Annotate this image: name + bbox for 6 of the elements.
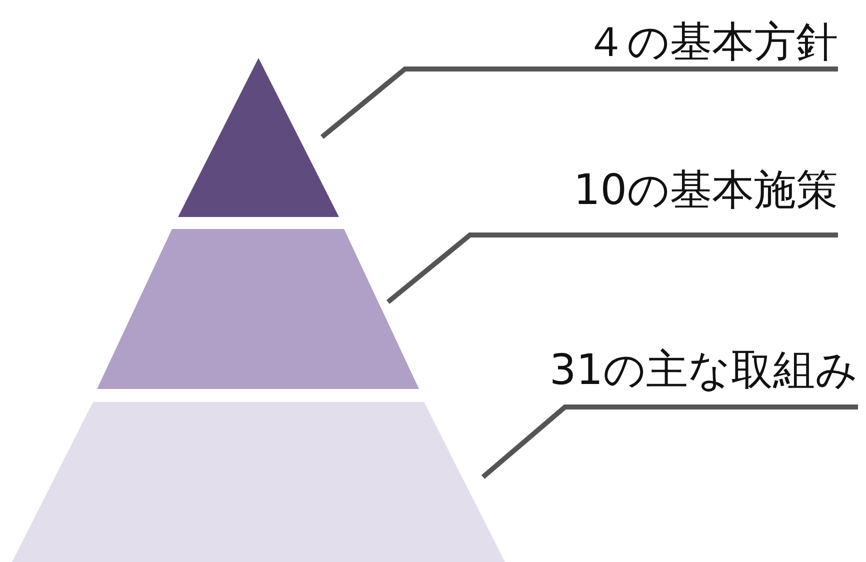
leader-line bbox=[386, 232, 838, 304]
leader-line bbox=[320, 66, 838, 139]
tier-label: 31の主な取組み bbox=[440, 346, 858, 396]
tier-label: 10の基本施策 bbox=[480, 166, 838, 216]
tier-label: ４の基本方針 bbox=[520, 18, 838, 68]
leader-line bbox=[481, 404, 858, 479]
